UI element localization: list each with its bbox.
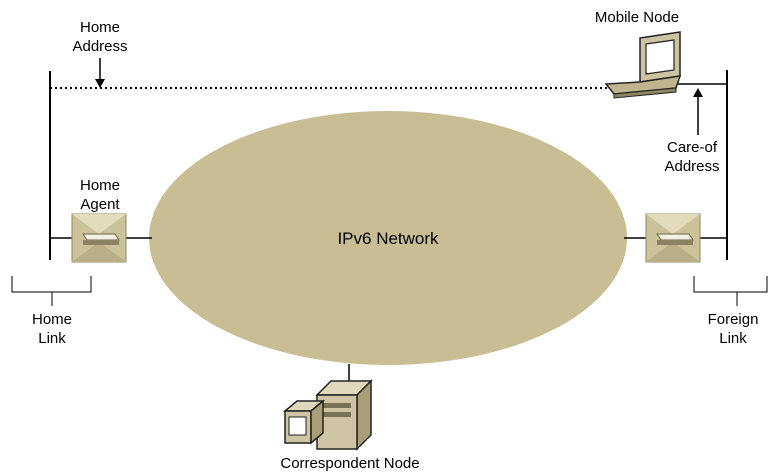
home-link-label: Home Link	[22, 310, 82, 348]
laptop-icon	[604, 31, 682, 99]
ipv6-network-label: IPv6 Network	[318, 229, 458, 248]
care-of-address-label: Care-of Address	[650, 138, 734, 176]
care-of-address-arrow	[693, 88, 703, 135]
correspondent-node-label: Correspondent Node	[266, 454, 434, 473]
mobile-node-label-text: Mobile Node	[594, 9, 680, 26]
home-address-arrow	[95, 58, 105, 88]
home-address-label-line1: Home	[79, 19, 120, 36]
home-agent-label: Home Agent	[70, 176, 130, 214]
mobile-node-label: Mobile Node	[582, 8, 692, 27]
home-link-label-line2: Link	[38, 330, 66, 347]
home-address-label-line2: Address	[72, 38, 128, 55]
correspondent-node-label-text: Correspondent Node	[280, 455, 420, 472]
home-link-label-line1: Home	[31, 311, 72, 328]
router-icon	[645, 213, 701, 263]
foreign-link-label-line2: Link	[719, 330, 747, 347]
router-icon	[71, 213, 127, 263]
home-link-bracket	[11, 276, 92, 306]
foreign-link-bracket	[693, 276, 768, 306]
ipv6-network-label-text: IPv6 Network	[337, 229, 439, 248]
care-of-address-label-line1: Care-of	[666, 139, 718, 156]
care-of-address-label-line2: Address	[664, 158, 720, 175]
server-icon	[282, 379, 373, 451]
foreign-link-label-line1: Foreign	[707, 311, 759, 328]
foreign-link-label: Foreign Link	[700, 310, 766, 348]
home-agent-label-line2: Agent	[80, 196, 120, 213]
home-address-label: Home Address	[64, 18, 136, 56]
ipv6-network-cloud	[149, 111, 627, 365]
home-agent-label-line1: Home	[79, 177, 120, 194]
